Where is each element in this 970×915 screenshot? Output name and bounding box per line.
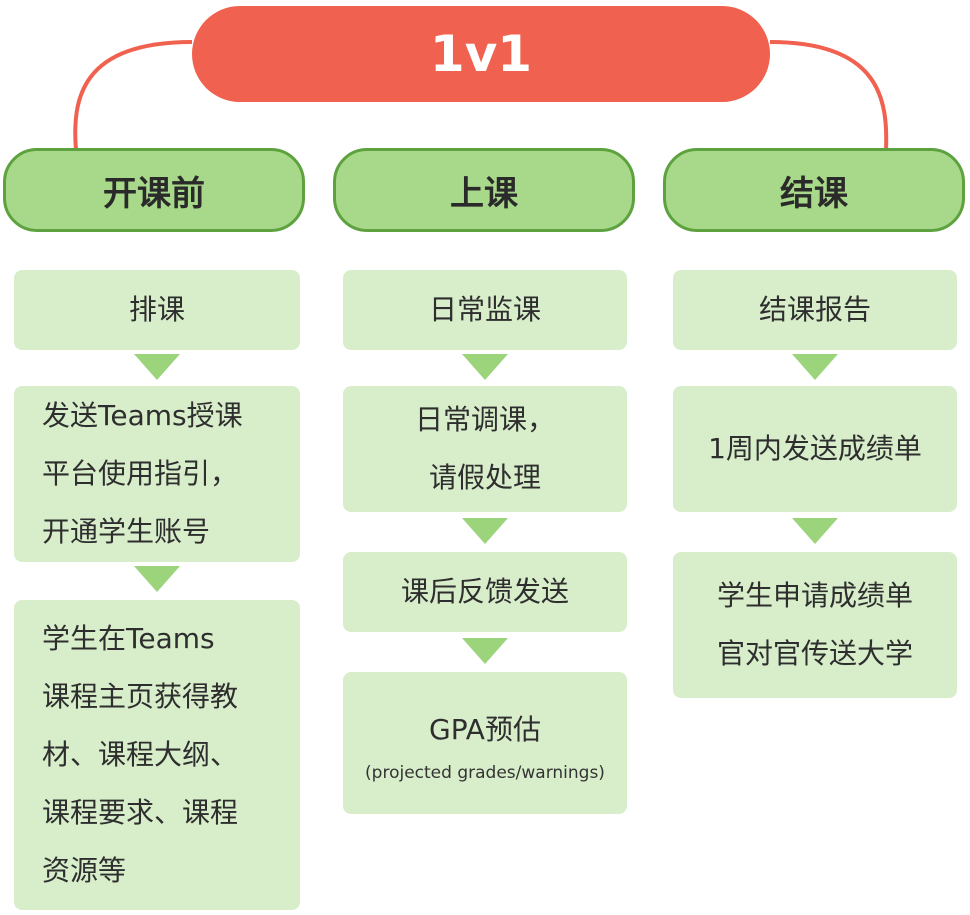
step-text: 结课报告: [758, 293, 871, 326]
step-card: 学生申请成绩单 官对官传送大学: [673, 552, 957, 698]
step-card: 学生在Teams 课程主页获得教 材、课程大纲、 课程要求、课程 资源等: [14, 600, 300, 910]
stage-title: 结课: [780, 173, 848, 214]
step-text: 发送Teams授课: [42, 399, 243, 432]
stage-header-in-class: 上课: [333, 148, 635, 232]
step-text: 开通学生账号: [42, 515, 211, 548]
step-text: 官对官传送大学: [716, 637, 913, 670]
step-text: 1周内发送成绩单: [708, 432, 922, 465]
left-connector-curve: [73, 40, 193, 151]
step-text: 学生在Teams: [42, 622, 215, 655]
step-text: 资源等: [42, 854, 127, 887]
step-card: 发送Teams授课 平台使用指引， 开通学生账号: [14, 386, 300, 562]
root-connector: [73, 40, 889, 151]
step-text: 材、课程大纲、: [42, 738, 239, 771]
down-arrow-icon: [462, 638, 508, 664]
step-card: 课后反馈发送: [343, 552, 627, 632]
step-text: 课后反馈发送: [400, 575, 569, 608]
step-note: (projected grades/warnings): [365, 763, 605, 783]
step-text: 课程要求、课程: [42, 796, 239, 829]
step-card: 日常调课， 请假处理: [343, 386, 627, 512]
step-card: 结课报告: [673, 270, 957, 350]
step-text: 排课: [128, 293, 185, 326]
step-card: GPA预估 (projected grades/warnings): [343, 672, 627, 814]
stage-title: 开课前: [103, 173, 205, 214]
root-node: 1v1: [192, 6, 770, 102]
step-text: 课程主页获得教: [42, 680, 239, 713]
stage-header-before-class: 开课前: [3, 148, 305, 232]
step-text: 平台使用指引，: [42, 457, 239, 490]
step-text: 请假处理: [428, 461, 541, 494]
down-arrow-icon: [462, 354, 508, 380]
step-card: 日常监课: [343, 270, 627, 350]
root-label: 1v1: [429, 25, 533, 83]
step-card: 1周内发送成绩单: [673, 386, 957, 512]
down-arrow-icon: [134, 354, 180, 380]
step-text: 学生申请成绩单: [716, 579, 913, 612]
step-card: 排课: [14, 270, 300, 350]
down-arrow-icon: [462, 518, 508, 544]
right-connector-curve: [769, 40, 889, 151]
stage-header-end-class: 结课: [663, 148, 965, 232]
step-text: 日常调课，: [414, 403, 555, 436]
down-arrow-icon: [792, 518, 838, 544]
down-arrow-icon: [792, 354, 838, 380]
down-arrow-icon: [134, 566, 180, 592]
stage-title: 上课: [450, 173, 518, 214]
step-text: 日常监课: [428, 293, 541, 326]
step-text: GPA预估: [429, 713, 541, 746]
